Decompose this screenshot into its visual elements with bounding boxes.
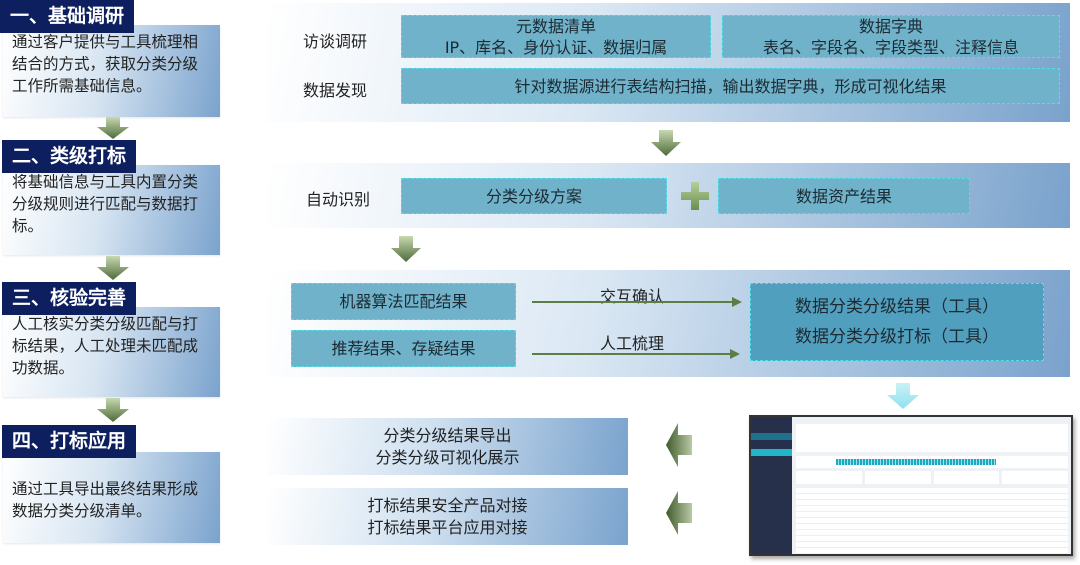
step-1-desc: 通过客户提供与工具梳理相结合的方式，获取分类分级工作所需基础信息。: [3, 25, 220, 117]
manual-review-label: 人工梳理: [600, 334, 665, 353]
step-2-title: 二、类级打标: [2, 140, 137, 173]
metadata-title: 元数据清单: [515, 16, 596, 36]
down-arrow-icon: [887, 383, 919, 409]
thumb-table: [796, 487, 1068, 553]
assets-box: 数据资产结果: [718, 178, 970, 214]
discover-label: 数据发现: [303, 81, 368, 100]
down-arrow-icon: [97, 117, 129, 139]
data-dictionary-box: 数据字典 表名、字段名、字段类型、注释信息: [722, 15, 1060, 58]
recommend-result-box: 推荐结果、存疑结果: [291, 330, 516, 367]
interview-label: 访谈调研: [303, 32, 368, 51]
scheme-box: 分类分级方案: [401, 178, 667, 214]
right-arrows-icon: [532, 297, 742, 359]
metadata-detail: IP、库名、身份认证、数据归属: [444, 37, 668, 57]
tool-result-box: 数据分类分级结果（工具） 数据分类分级打标（工具）: [750, 283, 1044, 361]
output-box-2: 打标结果安全产品对接 打标结果平台应用对接: [267, 488, 628, 545]
output-line: 分类分级结果导出: [383, 425, 512, 445]
thumb-progress: [796, 456, 1068, 468]
output-line: 分类分级可视化展示: [375, 447, 520, 467]
down-arrow-icon: [651, 130, 681, 156]
dictionary-detail: 表名、字段名、字段类型、注释信息: [762, 37, 1019, 57]
thumb-sidebar: [751, 417, 792, 554]
discover-box: 针对数据源进行表结构扫描，输出数据字典，形成可视化结果: [401, 68, 1060, 104]
output-line: 打标结果安全产品对接: [367, 495, 528, 515]
left-arrow-icon: [666, 423, 692, 467]
step-3-title: 三、核验完善: [2, 282, 137, 315]
tool-result-line: 数据分类分级结果（工具）: [795, 297, 999, 317]
metadata-box: 元数据清单 IP、库名、身份认证、数据归属: [401, 15, 711, 58]
down-arrow-icon: [391, 236, 421, 262]
tool-screenshot: [749, 415, 1073, 556]
output-line: 打标结果平台应用对接: [367, 517, 528, 537]
thumb-stats: [796, 471, 1068, 484]
step-4-desc: 通过工具导出最终结果形成数据分类分级清单。: [3, 452, 220, 543]
machine-result-box: 机器算法匹配结果: [291, 283, 516, 320]
thumb-header: [796, 424, 1068, 452]
step-3-desc: 人工核实分类分级匹配与打标结果，人工处理未匹配成功数据。: [3, 307, 220, 397]
step-1-title: 一、基础调研: [0, 0, 135, 33]
step-2-desc: 将基础信息与工具内置分类分级规则进行匹配与数据打标。: [3, 165, 220, 255]
down-arrow-icon: [97, 398, 129, 422]
tool-tag-line: 数据分类分级打标（工具）: [795, 327, 999, 347]
auto-identify-label: 自动识别: [306, 190, 371, 209]
step-4-title: 四、打标应用: [2, 425, 137, 458]
plus-icon: [681, 182, 709, 210]
down-arrow-icon: [97, 256, 129, 280]
dictionary-title: 数据字典: [858, 16, 923, 36]
left-arrow-icon: [666, 491, 692, 535]
output-box-1: 分类分级结果导出 分类分级可视化展示: [267, 418, 628, 475]
